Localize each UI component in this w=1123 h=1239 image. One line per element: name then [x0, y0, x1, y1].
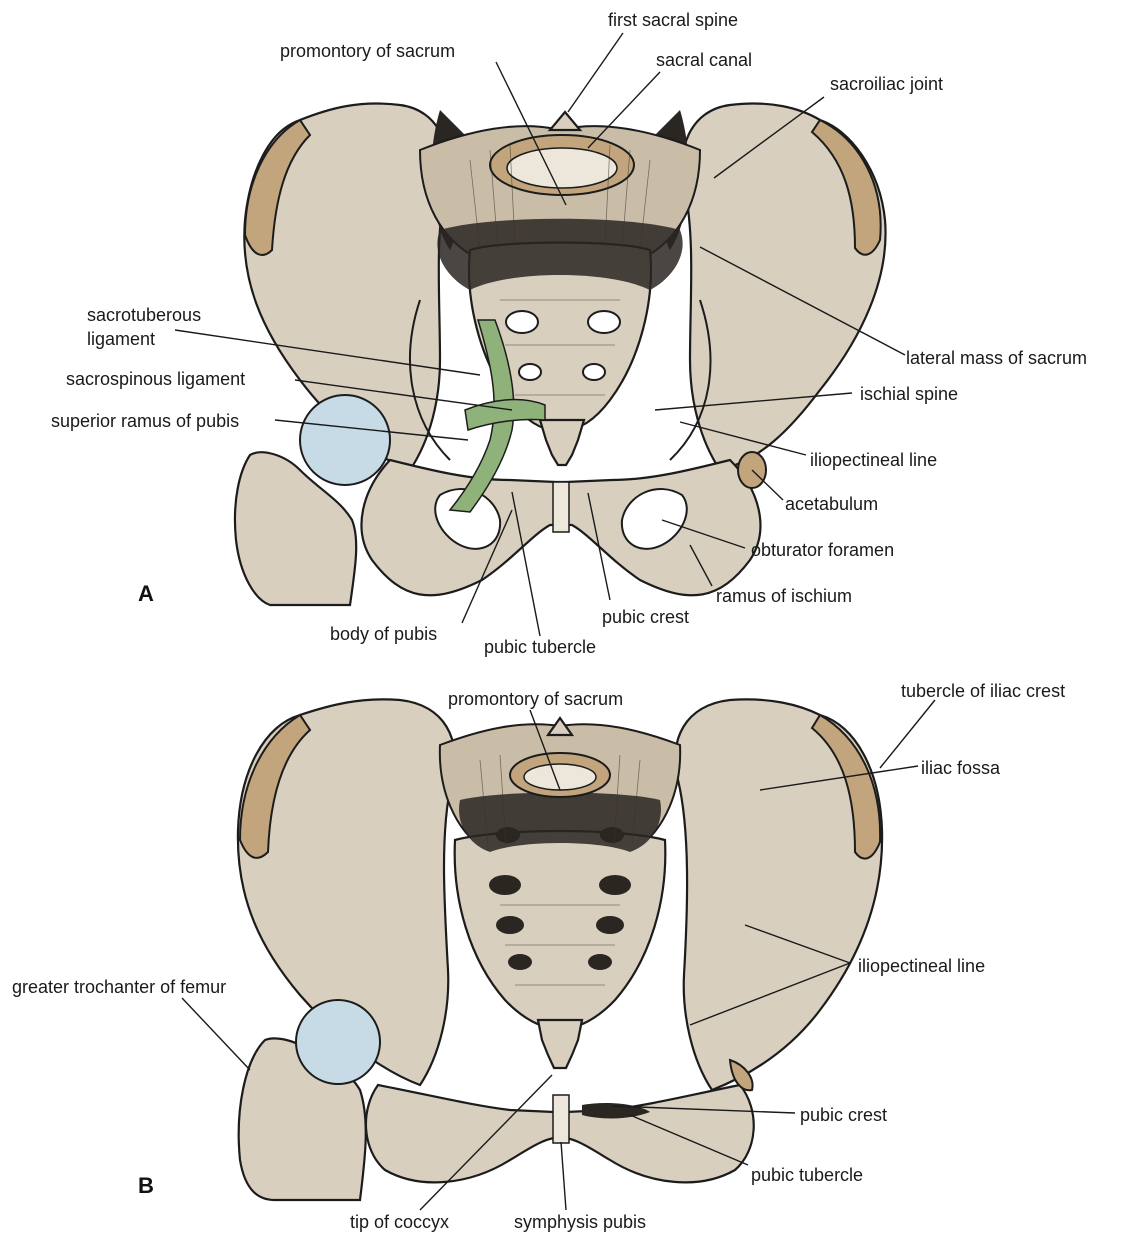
first-sacral-spine-shape-a	[550, 112, 580, 130]
label-ischial-spine: ischial spine	[860, 384, 958, 404]
label-sacroiliac-joint: sacroiliac joint	[830, 74, 943, 94]
label-tip-of-coccyx: tip of coccyx	[350, 1212, 449, 1232]
label-pubic-tubercle-b: pubic tubercle	[751, 1165, 863, 1185]
sacral-foramen-b-8	[588, 954, 612, 970]
panel-a	[235, 103, 886, 605]
label-sacral-canal: sacral canal	[656, 50, 752, 70]
femoral-head-a	[300, 395, 390, 485]
coccyx-a	[540, 420, 584, 465]
label-iliac-fossa: iliac fossa	[921, 758, 1001, 778]
sacral-foramen-a-2	[588, 311, 620, 333]
sacral-foramen-b-6	[596, 916, 624, 934]
sacral-foramen-b-4	[599, 875, 631, 895]
label-body-of-pubis: body of pubis	[330, 624, 437, 644]
leader-first-sacral-spine	[568, 33, 623, 112]
label-sacrospinous-ligament: sacrospinous ligament	[66, 369, 245, 389]
femoral-head-b	[296, 1000, 380, 1084]
sacral-canal-a	[507, 148, 617, 188]
label-sacrotuberous-line1: sacrotuberous	[87, 305, 201, 325]
sacral-canal-b	[524, 764, 596, 790]
label-iliopectineal-line-b: iliopectineal line	[858, 956, 985, 976]
sacral-foramen-a-3	[519, 364, 541, 380]
label-pubic-crest-b: pubic crest	[800, 1105, 887, 1125]
label-superior-ramus-of-pubis: superior ramus of pubis	[51, 411, 239, 431]
coccyx-b	[538, 1020, 582, 1068]
sacral-foramen-b-3	[489, 875, 521, 895]
label-lateral-mass-of-sacrum: lateral mass of sacrum	[906, 348, 1087, 368]
sacral-foramen-a-1	[506, 311, 538, 333]
label-first-sacral-spine: first sacral spine	[608, 10, 738, 30]
label-pubic-tubercle-a: pubic tubercle	[484, 637, 596, 657]
sacral-foramen-b-5	[496, 916, 524, 934]
sacral-foramen-b-1	[496, 827, 520, 843]
label-obturator-foramen: obturator foramen	[751, 540, 894, 560]
symphysis-b	[553, 1095, 569, 1143]
label-acetabulum: acetabulum	[785, 494, 878, 514]
label-sacrotuberous-line2: ligament	[87, 329, 155, 349]
label-iliopectineal-line-a: iliopectineal line	[810, 450, 937, 470]
sacral-foramen-b-7	[508, 954, 532, 970]
leader-greater-trochanter	[182, 998, 250, 1070]
sacral-foramen-b-2	[600, 827, 624, 843]
label-greater-trochanter-of-femur: greater trochanter of femur	[12, 977, 226, 997]
symphysis-a	[553, 482, 569, 532]
label-symphysis-pubis: symphysis pubis	[514, 1212, 646, 1232]
panel-letter-b: B	[138, 1173, 154, 1198]
leader-symphysis-pubis	[561, 1142, 566, 1210]
label-ramus-of-ischium: ramus of ischium	[716, 586, 852, 606]
label-promontory-of-sacrum-b: promontory of sacrum	[448, 689, 623, 709]
sacral-foramen-a-4	[583, 364, 605, 380]
panel-b	[238, 699, 882, 1200]
panel-letter-a: A	[138, 581, 154, 606]
label-promontory-of-sacrum-a: promontory of sacrum	[280, 41, 455, 61]
sacrum-body-b	[455, 831, 666, 1030]
label-tubercle-of-iliac-crest: tubercle of iliac crest	[901, 681, 1065, 701]
label-pubic-crest-a: pubic crest	[602, 607, 689, 627]
